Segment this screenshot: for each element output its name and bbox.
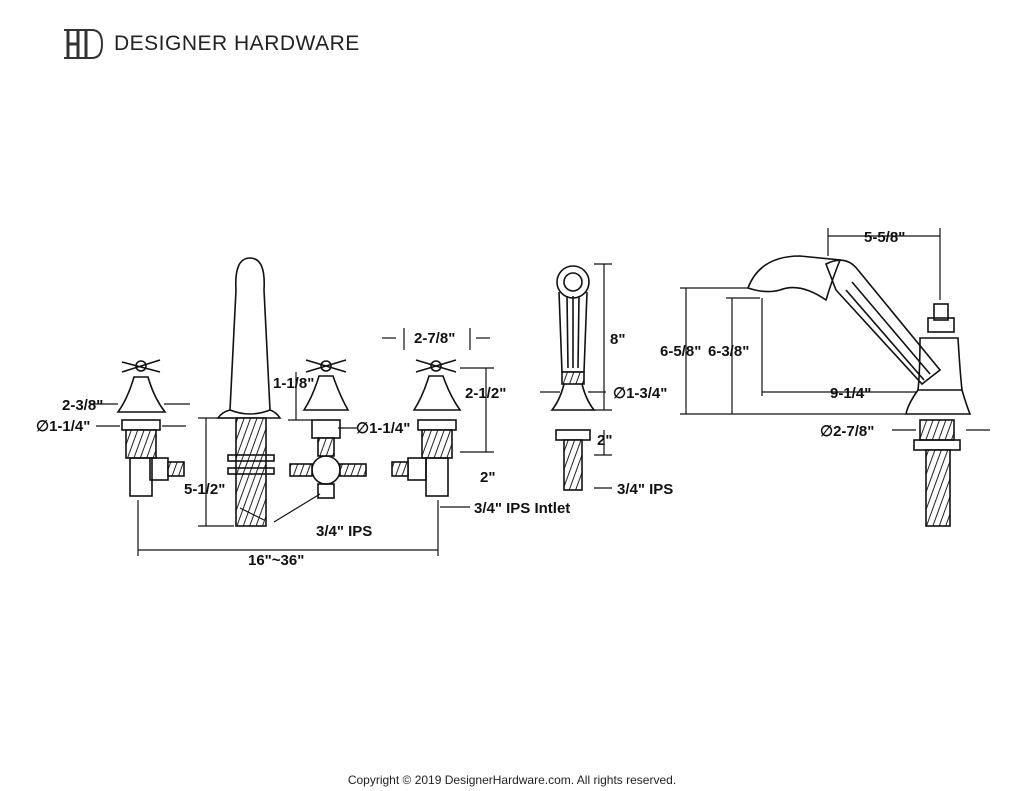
brand-header: DESIGNER HARDWARE (62, 26, 360, 62)
dim-spout-height: 6-3/8" (708, 343, 749, 360)
dim-handle-flange-dia: ∅1-1/4" (36, 418, 90, 435)
dim-spout-shank: 5-1/2" (184, 481, 225, 498)
dim-sprayer-shank: 2" (597, 432, 612, 449)
dimension-lines (90, 228, 990, 556)
dim-handle-shank: 2" (480, 469, 495, 486)
copyright-footer: Copyright © 2019 DesignerHardware.com. A… (347, 773, 677, 787)
dim-valve-flange-dia: ∅1-1/4" (356, 420, 410, 437)
brand-name: DESIGNER HARDWARE (114, 32, 360, 55)
dim-handle-height: 2-3/8" (62, 397, 103, 414)
fixture-outlines (116, 255, 972, 527)
dim-sprayer-height: 8" (610, 331, 625, 348)
dim-spout-base-dia: ∅2-7/8" (820, 423, 874, 440)
dim-valve-top: 1-1/8" (273, 375, 314, 392)
hand-sprayer (550, 265, 596, 491)
dim-ips-spout: 3/4" IPS (316, 523, 372, 540)
center-valve (289, 359, 367, 499)
dim-sprayer-dia: ∅1-3/4" (613, 385, 667, 402)
left-handle (116, 359, 185, 497)
dim-handle-height-right: 2-1/2" (465, 385, 506, 402)
right-handle (391, 359, 462, 497)
side-spout (746, 255, 972, 527)
dim-spread: 16"~36" (248, 552, 304, 569)
main-spout (216, 257, 282, 527)
dim-spout-reach: 5-5/8" (864, 229, 905, 246)
dim-ips-inlet: 3/4" IPS Intlet (474, 500, 570, 517)
dim-ips-sprayer: 3/4" IPS (617, 481, 673, 498)
dim-spout-height-total: 6-5/8" (660, 343, 701, 360)
dh-monogram-logo-icon (64, 29, 104, 59)
dim-spout-length: 9-1/4" (830, 385, 871, 402)
dim-handle-spacing: 2-7/8" (414, 330, 455, 347)
